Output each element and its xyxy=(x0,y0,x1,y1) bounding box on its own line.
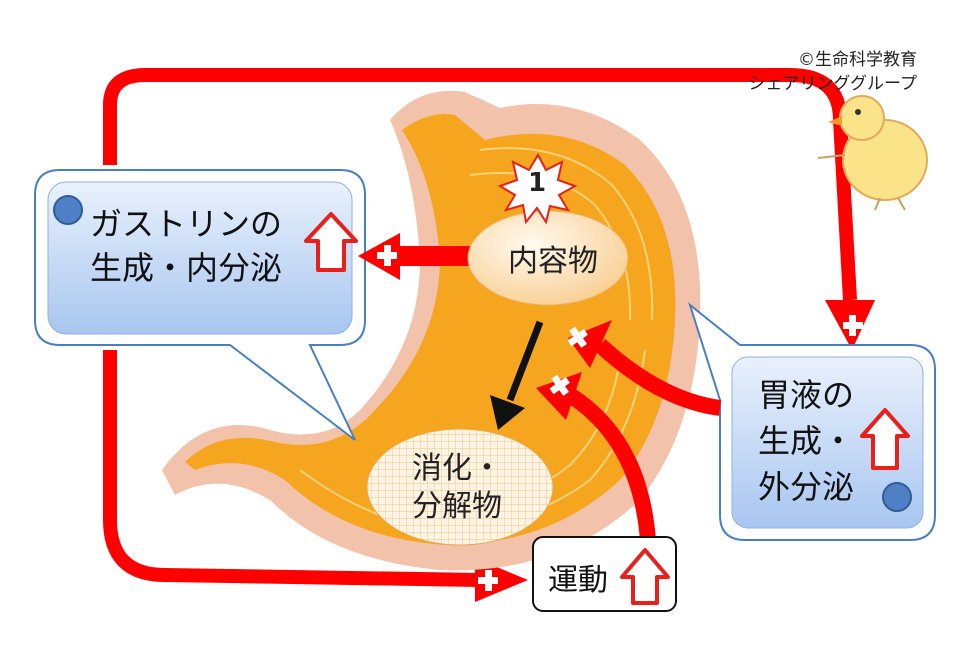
gastrin-box xyxy=(47,181,353,335)
gastrin-line-1: ガストリンの xyxy=(90,205,283,243)
copyright-notice: ©生命科学教育 シェアリンググループ xyxy=(748,48,917,96)
gastrin-line-2: 生成・内分泌 xyxy=(90,249,283,287)
gastrin-up-arrow-icon xyxy=(304,212,358,272)
step-badge-star xyxy=(497,152,578,225)
movement-to-digestion-arrowhead xyxy=(536,372,582,420)
movement-to-digestion-arrow xyxy=(565,388,656,541)
digestion-oval xyxy=(366,428,554,546)
loop-arrow-top xyxy=(103,68,857,301)
gastric-juice-up-arrow-icon xyxy=(860,408,910,470)
plus-sign-bottom xyxy=(478,570,498,591)
plus-sign-juice xyxy=(567,326,588,348)
plus-sign-movement xyxy=(549,374,570,396)
juice-to-contents-arrowhead xyxy=(568,320,612,368)
gastric-juice-line-2: 生成・ xyxy=(758,422,855,460)
gastric-juice-text: 胃液の 生成・ 外分泌 xyxy=(758,372,854,510)
gastrin-dot xyxy=(53,195,83,225)
loop-arrow-bottom xyxy=(103,350,481,587)
gastric-juice-line-1: 胃液の xyxy=(758,376,855,414)
digestion-label: 消化・ 分解物 xyxy=(412,450,502,526)
copyright-line-1: ©生命科学教育 xyxy=(798,50,917,70)
chick-illustration xyxy=(817,95,928,211)
digestion-line-2: 分解物 xyxy=(412,489,502,524)
movement-label: 運動 xyxy=(548,563,608,598)
contents-to-gastrin-arrow xyxy=(395,246,475,266)
gastric-juice-dot xyxy=(882,482,912,512)
contents-label: 内容物 xyxy=(508,244,598,279)
plus-sign-gastrin xyxy=(377,245,397,266)
digestion-line-1: 消化・ xyxy=(412,451,502,486)
gastric-juice-line-3: 外分泌 xyxy=(758,468,855,506)
movement-up-arrow-icon xyxy=(620,548,670,605)
contents-to-digestion-arrow xyxy=(506,320,544,402)
step-badge-label: 1 xyxy=(528,168,547,198)
gastrin-text: ガストリンの 生成・内分泌 xyxy=(90,202,282,290)
contents-to-digestion-arrowhead xyxy=(490,395,525,430)
plus-sign-top xyxy=(843,315,863,336)
copyright-line-2: シェアリンググループ xyxy=(748,74,917,94)
juice-to-contents-arrow xyxy=(594,339,722,416)
gastric-juice-box xyxy=(731,356,924,529)
